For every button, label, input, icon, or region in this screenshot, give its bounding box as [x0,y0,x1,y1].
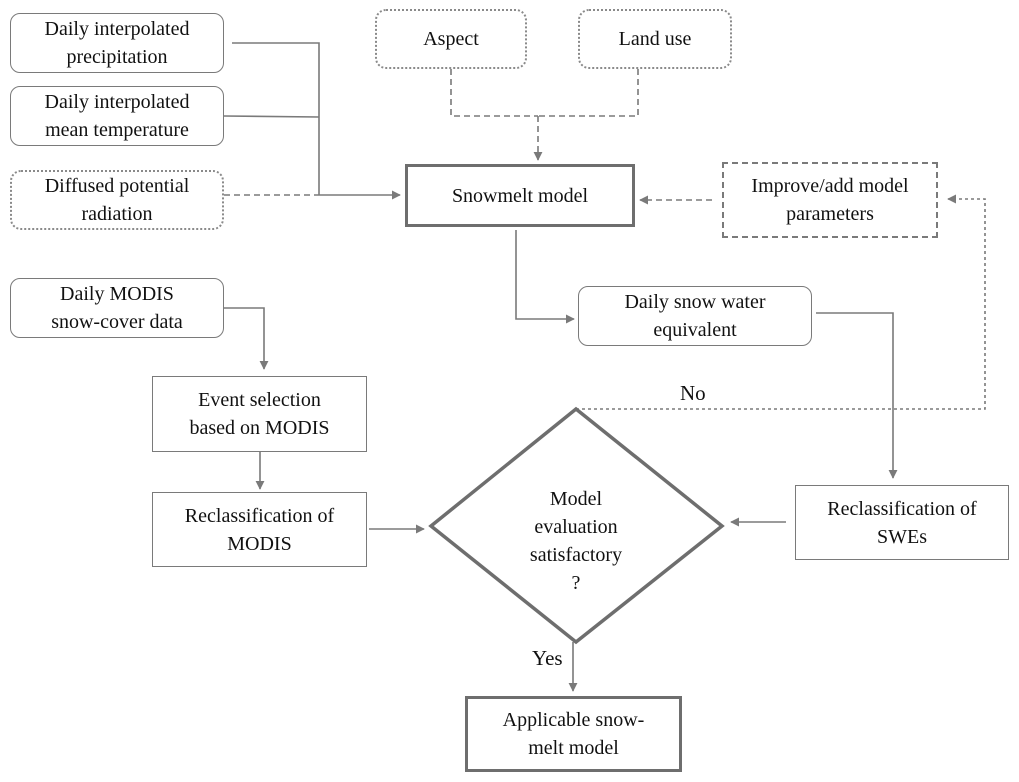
node-daily-temperature-line-2: mean temperature [45,119,189,141]
edge-swe-to-reclass-swe [816,312,898,479]
node-event-selection-line-2: based on MODIS [189,417,330,439]
node-diffused-radiation-line-1: Diffused potential [44,175,190,197]
node-improve-parameters: Improve/add model parameters [722,162,938,238]
node-decision-line-2: evaluation [534,516,618,538]
node-daily-swe: Daily snow water equivalent [578,286,812,346]
node-land-use: Land use [578,9,732,69]
decision-diamond [428,406,725,645]
node-modis-snow-cover: Daily MODIS snow-cover data [10,278,224,338]
node-daily-temperature-line-1: Daily interpolated [44,91,190,113]
edge-landuse-to-snowmelt [538,69,639,117]
edge-label-yes: Yes [532,646,563,670]
edge-label-no: No [680,381,706,405]
node-daily-swe-line-2: equivalent [653,319,737,341]
node-modis-snow-cover-line-1: Daily MODIS [60,283,174,305]
node-decision-line-3: satisfactory [529,544,623,566]
node-snowmelt-model: Snowmelt model [405,164,635,227]
node-reclassification-swes-line-2: SWEs [877,525,927,548]
node-daily-precipitation: Daily interpolated precipitation [10,13,224,73]
edge-modis-to-event [224,307,269,370]
node-decision-text: Model evaluation satisfactory ? [476,473,676,609]
node-improve-parameters-line-2: parameters [786,203,874,225]
edge-snowmelt-to-swe [515,230,575,324]
edge-aspect-to-snowmelt [450,69,538,117]
node-daily-precipitation-line-2: precipitation [66,46,168,68]
node-reclassification-swes-line-1: Reclassification of [827,497,977,520]
node-improve-parameters-line-1: Improve/add model [751,175,909,197]
node-decision-line-1: Model [549,488,603,510]
node-applicable-model: Applicable snow- melt model [465,696,682,772]
node-daily-precipitation-line-1: Daily interpolated [44,18,190,40]
node-decision-line-4: ? [571,572,581,594]
edge-decision-no-to-improve [576,194,986,410]
node-applicable-model-line-1: Applicable snow- [502,709,645,731]
node-daily-temperature: Daily interpolated mean temperature [10,86,224,146]
node-daily-swe-line-1: Daily snow water [624,291,766,313]
node-reclassification-modis: Reclassification of MODIS [152,492,367,567]
edge-temp-to-snowmelt [223,115,320,118]
node-applicable-model-line-2: melt model [528,737,619,759]
node-reclassification-modis-line-2: MODIS [227,532,292,555]
node-event-selection: Event selection based on MODIS [152,376,367,452]
node-modis-snow-cover-line-2: snow-cover data [51,311,183,333]
node-reclassification-swes: Reclassification of SWEs [795,485,1009,560]
node-snowmelt-model-line-1: Snowmelt model [451,184,589,207]
node-land-use-line-1: Land use [618,28,692,50]
node-diffused-radiation: Diffused potential radiation [10,170,224,230]
node-reclassification-modis-line-1: Reclassification of [184,504,335,527]
node-aspect-line-1: Aspect [423,28,479,50]
edge-precip-to-snowmelt [232,42,320,195]
node-aspect: Aspect [375,9,527,69]
node-diffused-radiation-line-2: radiation [81,203,153,225]
node-event-selection-line-1: Event selection [198,389,321,411]
